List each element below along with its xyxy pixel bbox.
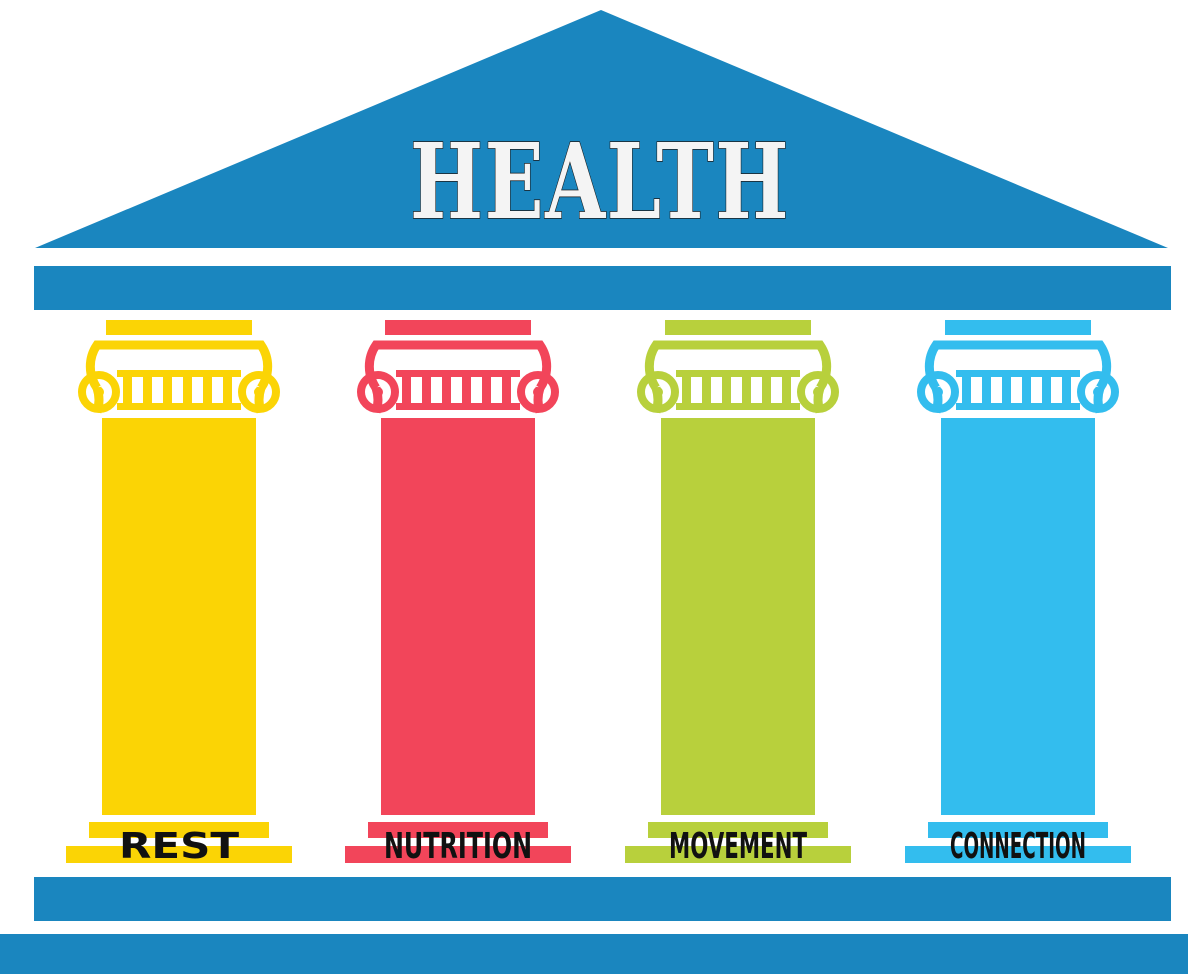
pillar-label-movement: MOVEMENT: [669, 826, 807, 867]
roof-pediment: [35, 10, 1168, 248]
pillar-abacus: [945, 320, 1091, 335]
pillar-connection: CONNECTION: [905, 320, 1131, 867]
pillar-shaft: [661, 418, 815, 815]
roof-title: HEALTH: [410, 120, 790, 243]
pillar-shaft: [941, 418, 1095, 815]
pillar-shaft: [102, 418, 256, 815]
pillar-abacus: [106, 320, 252, 335]
pillar-base-upper: [648, 822, 828, 838]
ionic-column-icon: [917, 340, 1119, 414]
pillar-base-upper: [368, 822, 548, 838]
pillar-base-upper: [89, 822, 269, 838]
pillar-base-lower: [625, 846, 851, 863]
pillar-shaft: [381, 418, 535, 815]
stylobate-lower-step: [0, 934, 1188, 974]
ionic-column-icon: [637, 340, 839, 414]
pillar-label-nutrition: NUTRITION: [384, 826, 532, 867]
ionic-column-icon: [78, 340, 280, 414]
pillar-base-lower: [66, 846, 292, 863]
ionic-column-icon: [357, 340, 559, 414]
entablature-beam: [34, 266, 1171, 310]
pillar-label-rest: REST: [119, 826, 240, 867]
pillar-nutrition: NUTRITION: [345, 320, 571, 867]
pillar-rest: REST: [66, 320, 292, 867]
stylobate-upper-step: [34, 877, 1171, 921]
pillar-base-lower: [345, 846, 571, 863]
pillar-base-upper: [928, 822, 1108, 838]
pillar-abacus: [385, 320, 531, 335]
pillars-group: REST NUTRITION MOVEMENT CONNECTION: [66, 320, 1131, 867]
pillar-base-lower: [905, 846, 1131, 863]
pillar-movement: MOVEMENT: [625, 320, 851, 867]
pillar-abacus: [665, 320, 811, 335]
pillar-label-connection: CONNECTION: [950, 826, 1086, 867]
